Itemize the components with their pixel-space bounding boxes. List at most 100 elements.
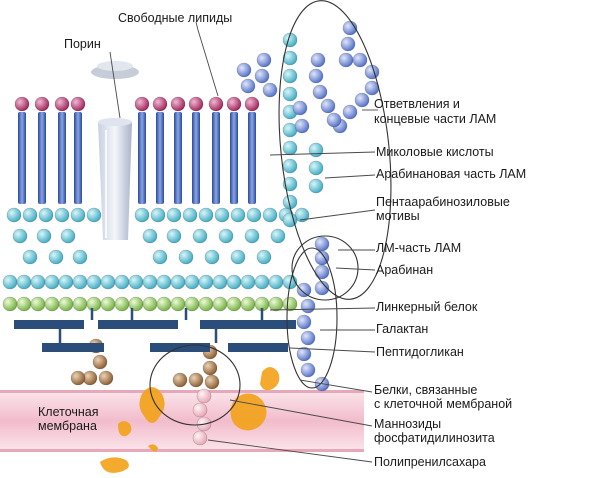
lipid-tail — [138, 112, 146, 204]
mycolic-bead — [179, 250, 193, 264]
mycolic-bead — [227, 275, 241, 289]
arabinan-branch-bead — [339, 53, 353, 67]
mannoside-bead — [71, 371, 85, 385]
mycolic-bead — [7, 208, 21, 222]
mycolic-bead — [17, 275, 31, 289]
linker-bead — [283, 297, 297, 311]
mycolic-bead — [13, 229, 27, 243]
arabinan-branch-bead — [293, 101, 307, 115]
linker-bead — [143, 297, 157, 311]
label-membrane-proteins-2: с клеточной мембраной — [374, 397, 512, 411]
arabinan-branch-bead — [327, 113, 341, 127]
arabinan-branch-bead — [311, 53, 325, 67]
mycolic-bead — [129, 275, 143, 289]
linker-bead — [31, 297, 45, 311]
label-pentaarabinose-1: Пентаарабинозиловые — [376, 195, 510, 209]
mycolic-bead — [263, 208, 277, 222]
arabinan-branch-bead — [353, 53, 367, 67]
arabinan-branch-bead — [365, 65, 379, 79]
mycolic-bead — [167, 208, 181, 222]
arabinan-branch-bead — [237, 63, 251, 77]
lipid-head — [153, 97, 167, 111]
arabinan-branch-bead — [241, 79, 255, 93]
mycolic-bead — [219, 229, 233, 243]
lipid-head — [245, 97, 259, 111]
mycolic-bead — [255, 275, 269, 289]
mycolic-bead — [245, 229, 259, 243]
label-lam-branches-1: Ответвления и — [374, 97, 460, 111]
arabinan-branch-bead — [295, 119, 309, 133]
mycolic-bead — [247, 208, 261, 222]
linker-bead — [101, 297, 115, 311]
mannoside-bead — [99, 371, 113, 385]
arabinan-branch-bead — [257, 53, 271, 67]
polyprenyl-bead — [193, 431, 207, 445]
arabinan-bead — [283, 69, 297, 83]
mycolic-bead — [167, 229, 181, 243]
mycolic-bead — [37, 229, 51, 243]
arabinan-branch-bead — [341, 37, 355, 51]
label-galactan: Галактан — [376, 322, 428, 336]
label-mannosides-2: фосфатидилинозита — [374, 431, 495, 445]
mannoside-bead — [173, 373, 187, 387]
mycolic-bead — [87, 208, 101, 222]
galactan-bead — [301, 299, 315, 313]
mannoside-bead — [203, 361, 217, 375]
mycolic-bead — [185, 275, 199, 289]
arabinan-bead — [283, 141, 297, 155]
mycolic-bead — [101, 275, 115, 289]
lipid-head — [189, 97, 203, 111]
lipid-tail — [38, 112, 46, 204]
linker-bead — [157, 297, 171, 311]
mycolic-bead — [143, 275, 157, 289]
mycolic-bead — [45, 275, 59, 289]
mycolic-bead — [49, 250, 63, 264]
label-free-lipids: Свободные липиды — [118, 11, 232, 25]
mycolic-bead — [3, 275, 17, 289]
lipid-tail — [58, 112, 66, 204]
mycolic-bead — [31, 275, 45, 289]
arabinan-branch-bead — [321, 99, 335, 113]
linker-bead — [269, 297, 283, 311]
arabinan-branch-bead — [355, 93, 369, 107]
mycolic-bead — [71, 208, 85, 222]
mannoside-bead — [189, 373, 203, 387]
arabinan-bead — [309, 143, 323, 157]
mycolic-bead — [59, 275, 73, 289]
label-lm-part: ЛМ-часть ЛАМ — [376, 241, 461, 255]
mycolic-bead — [39, 208, 53, 222]
linker-bead — [199, 297, 213, 311]
mycolic-bead — [193, 229, 207, 243]
label-polyprenyl-sugars: Полипренилсахара — [374, 455, 486, 469]
mycolic-bead — [183, 208, 197, 222]
linker-bead — [59, 297, 73, 311]
mycolic-bead — [157, 275, 171, 289]
mycolic-bead — [23, 250, 37, 264]
label-porin: Порин — [64, 37, 101, 51]
lipid-head — [135, 97, 149, 111]
lipid-tail — [212, 112, 220, 204]
mannoside-bead — [205, 375, 219, 389]
linker-bead — [115, 297, 129, 311]
mycolic-bead — [205, 250, 219, 264]
label-pentaarabinose-2: мотивы — [376, 209, 420, 223]
mycolic-bead — [135, 208, 149, 222]
mycolic-bead — [73, 250, 87, 264]
lipid-tail — [230, 112, 238, 204]
lipid-tail — [174, 112, 182, 204]
mycolic-bead — [231, 250, 245, 264]
arabinan-bead — [309, 179, 323, 193]
arabinan-branch-bead — [255, 69, 269, 83]
lm-bead — [315, 265, 329, 279]
mycolic-bead — [241, 275, 255, 289]
mycolic-bead — [73, 275, 87, 289]
label-mannosides-1: Маннозиды — [374, 417, 441, 431]
linker-bead — [87, 297, 101, 311]
galactan-bead — [297, 315, 311, 329]
linker-bead — [3, 297, 17, 311]
mycolic-bead — [257, 250, 271, 264]
mycolic-bead — [213, 275, 227, 289]
mycolic-bead — [143, 229, 157, 243]
peptidoglycan-layer — [14, 320, 296, 352]
